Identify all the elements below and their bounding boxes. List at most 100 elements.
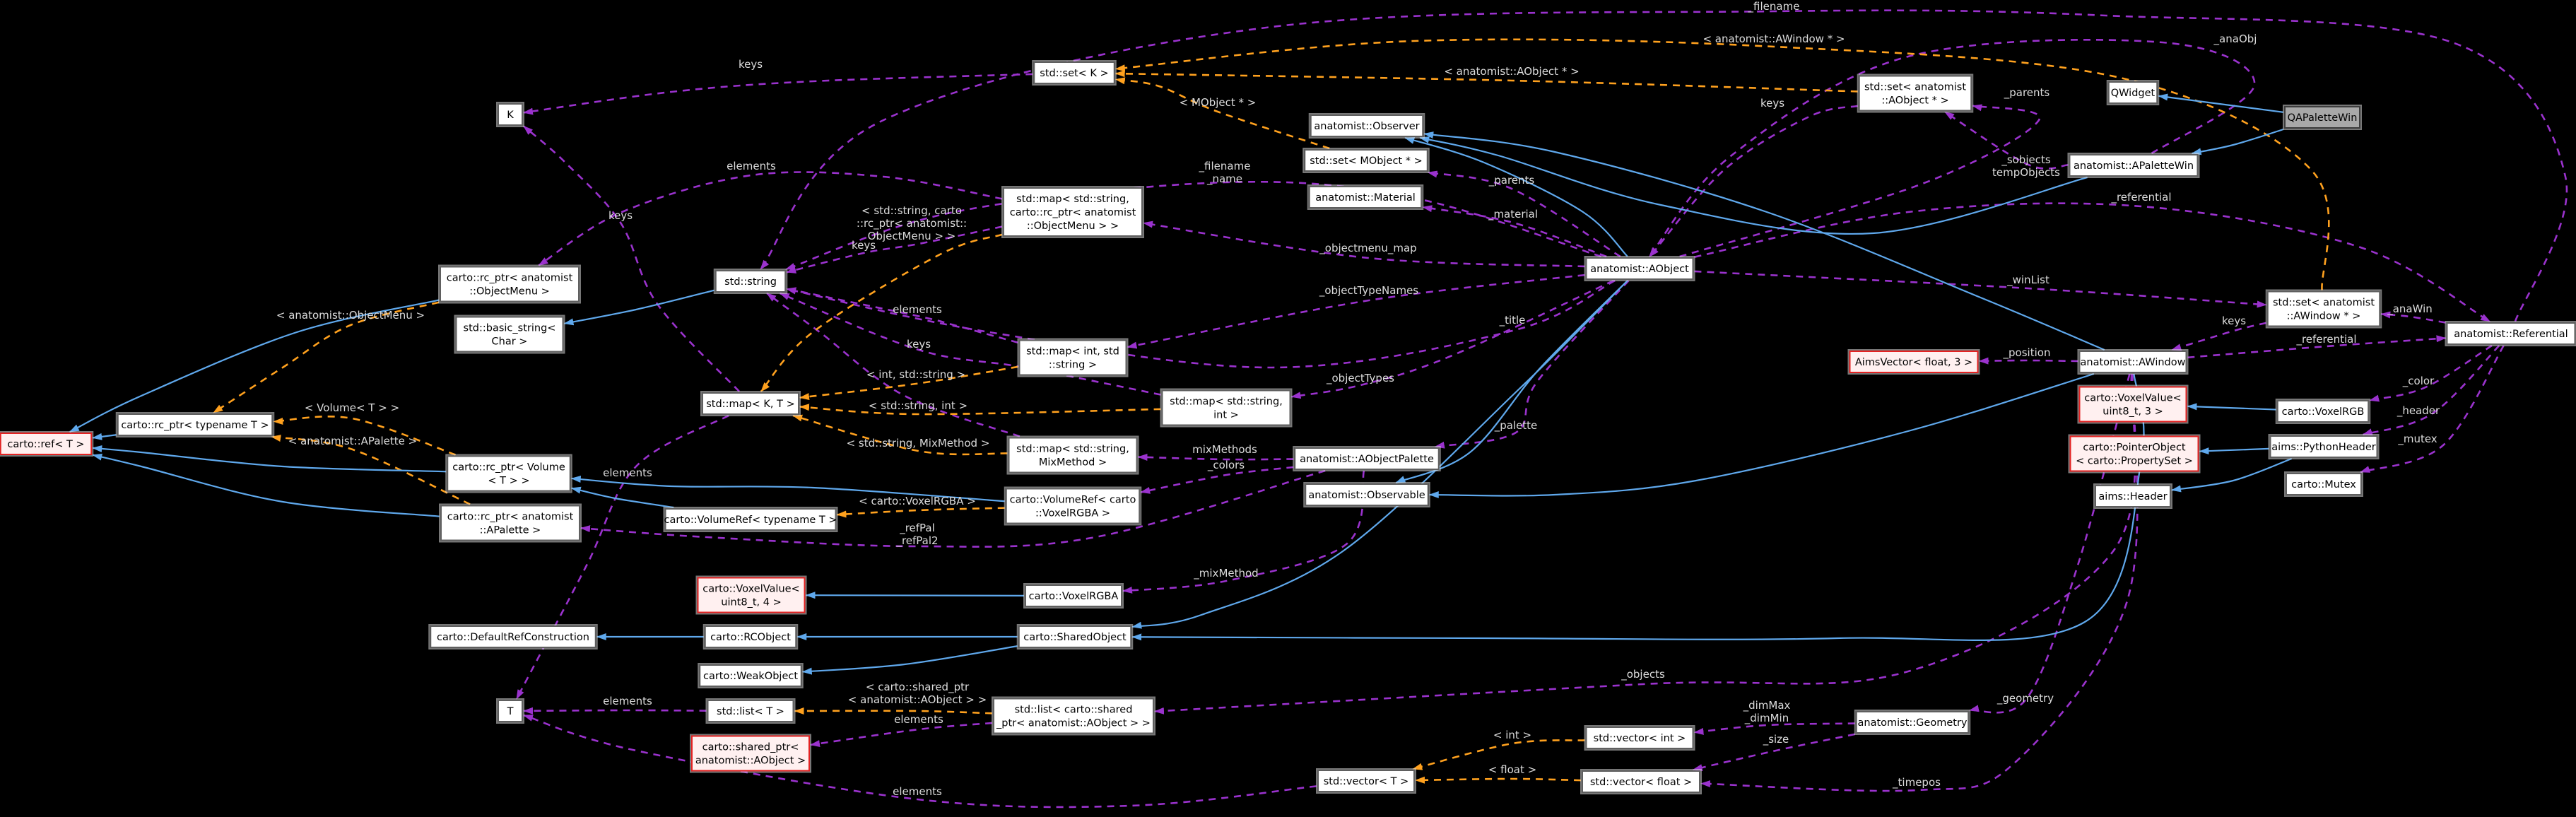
- node-volreft[interactable]: carto::VolumeRef< typename T >: [663, 507, 838, 532]
- node-mapom[interactable]: std::map< std::string,carto::rc_ptr< ana…: [1001, 186, 1144, 238]
- edge-label--title: _title: [1499, 314, 1526, 327]
- node-rcptrvol[interactable]: carto::rc_ptr< Volume< T > >: [445, 454, 572, 493]
- node-sharedobject[interactable]: carto::SharedObject: [1016, 624, 1134, 650]
- node-label: carto::PointerObject< carto::PropertySet…: [2076, 442, 2193, 467]
- edge-apalettewin-setaobj: [1944, 111, 2069, 170]
- node-label: QWidget: [2111, 88, 2156, 99]
- node-vectorint[interactable]: std::vector< int >: [1584, 725, 1695, 751]
- node-label: anatomist::Geometry: [1858, 717, 1968, 729]
- node-label: carto::VoxelRGB: [2282, 406, 2365, 418]
- edge-awindow-geometry: [1969, 373, 2131, 714]
- node-setawin[interactable]: std::set< anatomist::AWindow * >: [2265, 289, 2382, 329]
- node-aimsheader[interactable]: aims::Header: [2093, 483, 2172, 509]
- edge-string-basicstring: [563, 289, 715, 326]
- edge-mapstrmix-mapkt: [792, 414, 1008, 456]
- edge-aobject-observer: [1404, 136, 1628, 257]
- node-apalettewin[interactable]: anatomist::APaletteWin: [2067, 153, 2200, 178]
- node-geometry[interactable]: anatomist::Geometry: [1854, 710, 1971, 735]
- node-label: std::set< anatomist::AObject * >: [1864, 82, 1966, 107]
- node-label: std::list< carto::shared_ptr< anatomist:…: [996, 705, 1151, 729]
- edge-aobject-string: [786, 279, 1616, 369]
- node-reft[interactable]: carto::ref< T >: [0, 431, 94, 457]
- node-mutex[interactable]: carto::Mutex: [2284, 471, 2363, 497]
- edge-setawin-setk: [1114, 38, 2330, 290]
- edge-geometry-vectorint: [1693, 722, 1855, 735]
- node-aobject[interactable]: anatomist::AObject: [1584, 256, 1695, 281]
- node-vectorfloat[interactable]: std::vector< float >: [1580, 769, 1702, 794]
- node-mapstrint[interactable]: std::map< std::string,int >: [1160, 388, 1293, 428]
- edge-label--dimMax: _dimMax_dimMin: [1743, 699, 1791, 725]
- node-label: aims::PythonHeader: [2271, 442, 2375, 453]
- node-label: std::vector< int >: [1594, 733, 1686, 744]
- edge-label--geometry: _geometry: [1996, 692, 2054, 705]
- node-voxval4[interactable]: carto::VoxelValue<uint8_t, 4 >: [695, 575, 807, 615]
- edge-aobject-material: [1422, 205, 1607, 258]
- node-material[interactable]: anatomist::Material: [1307, 184, 1424, 210]
- node-mapstrmix[interactable]: std::map< std::string,MixMethod >: [1006, 435, 1139, 475]
- node-referential[interactable]: anatomist::Referential: [2445, 321, 2576, 346]
- edge-label--parents: _parents: [2004, 86, 2050, 100]
- node-qwidget[interactable]: QWidget: [2106, 80, 2160, 105]
- edge-label--objects: _objects: [1621, 668, 1665, 681]
- node-label: anatomist::AObjectPalette: [1300, 454, 1434, 465]
- node-pythonheader[interactable]: aims::PythonHeader: [2268, 434, 2380, 459]
- node-rcptrapal[interactable]: carto::rc_ptr< anatomist::APalette >: [439, 503, 582, 543]
- edge-label--mixMethod: _mixMethod: [1193, 567, 1258, 580]
- node-t[interactable]: T: [496, 698, 524, 724]
- edge-label--objectTypes: _objectTypes: [1326, 372, 1394, 385]
- node-volrefrgba[interactable]: carto::VolumeRef< carto::VoxelRGBA >: [1004, 486, 1142, 526]
- node-label: std::set< MObject * >: [1310, 155, 1423, 167]
- node-label: carto::VoxelValue<uint8_t, 4 >: [702, 584, 799, 609]
- node-mapkt[interactable]: std::map< K, T >: [700, 391, 801, 416]
- edge-label--colors: _colors: [1207, 459, 1245, 472]
- edge-label-elements: elements: [894, 713, 943, 726]
- node-label: carto::VolumeRef< typename T >: [664, 515, 837, 526]
- edge-qapalettewin-apalettewin: [2191, 128, 2284, 155]
- node-listt[interactable]: std::list< T >: [705, 698, 796, 724]
- node-observer[interactable]: anatomist::Observer: [1308, 113, 1425, 139]
- edge-label--int-: < int >: [1493, 729, 1531, 741]
- edge-setaobj-setk: [1114, 70, 1858, 93]
- node-pointerobj[interactable]: carto::PointerObject< carto::PropertySet…: [2068, 434, 2201, 474]
- edge-sharedobject-weakobject: [801, 645, 1018, 675]
- node-string[interactable]: std::string: [713, 269, 788, 294]
- edge-label--objectTypeNames: _objectTypeNames: [1319, 284, 1418, 298]
- node-voxrgba[interactable]: carto::VoxelRGBA: [1023, 583, 1124, 609]
- node-rcptrt[interactable]: carto::rc_ptr< typename T >: [115, 412, 275, 437]
- node-rcobject[interactable]: carto::RCObject: [702, 624, 799, 650]
- node-basicstring[interactable]: std::basic_string<Char >: [454, 315, 565, 354]
- node-label: carto::ref< T >: [7, 439, 84, 450]
- node-label: T: [507, 706, 514, 717]
- node-awindow[interactable]: anatomist::AWindow: [2077, 349, 2189, 375]
- node-sharedptr[interactable]: carto::shared_ptr<anatomist::AObject >: [690, 734, 811, 773]
- node-listshared[interactable]: std::list< carto::shared_ptr< anatomist:…: [992, 696, 1155, 736]
- node-mapintstr[interactable]: std::map< int, std::string >: [1017, 338, 1129, 377]
- edge-mapkt-k: [523, 125, 741, 392]
- node-k[interactable]: K: [496, 102, 524, 127]
- edge-label--color: _color: [2402, 375, 2435, 388]
- node-rcptrom[interactable]: carto::rc_ptr< anatomist::ObjectMenu >: [438, 264, 581, 304]
- node-voxval3[interactable]: carto::VoxelValue<uint8_t, 3 >: [2077, 384, 2189, 424]
- node-setaobj[interactable]: std::set< anatomist::AObject * >: [1857, 74, 1974, 113]
- node-voxrgb[interactable]: carto::VoxelRGB: [2275, 399, 2371, 424]
- edge-label--referential: _referential: [2110, 191, 2171, 204]
- edge-volreft-rcptrvol: [570, 486, 674, 509]
- node-qapalettewin[interactable]: QAPaletteWin: [2283, 105, 2362, 130]
- node-setk[interactable]: std::set< K >: [1032, 60, 1117, 86]
- node-label: carto::rc_ptr< typename T >: [121, 420, 269, 431]
- node-aimsvector[interactable]: AimsVector< float, 3 >: [1847, 349, 1980, 375]
- edge-label--float-: < float >: [1488, 763, 1536, 776]
- node-aobjectpalette[interactable]: anatomist::AObjectPalette: [1293, 446, 1441, 471]
- edge-label--std-string-carto: < std::string, carto::rc_ptr< anatomist:…: [857, 204, 967, 242]
- node-vectort[interactable]: std::vector< T >: [1316, 768, 1416, 794]
- node-observable[interactable]: anatomist::Observable: [1303, 482, 1430, 507]
- node-weakobject[interactable]: carto::WeakObject: [698, 663, 804, 688]
- edge-label--winList: _winList: [2006, 274, 2049, 287]
- node-label: std::map< int, std::string >: [1026, 346, 1119, 371]
- edge-referential-voxrgb: [2369, 344, 2493, 402]
- node-label: std::vector< T >: [1324, 776, 1409, 787]
- edge-listt-t: [523, 707, 707, 715]
- node-setmobj[interactable]: std::set< MObject * >: [1302, 148, 1430, 173]
- node-defaultref[interactable]: carto::DefaultRefConstruction: [428, 624, 598, 650]
- edge-referential-mutex: [2360, 345, 2505, 474]
